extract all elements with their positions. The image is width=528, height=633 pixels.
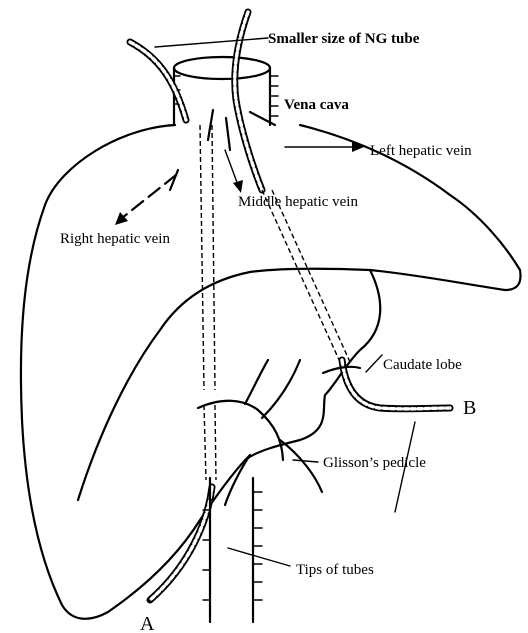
hepatic-vein-stub-3 [250,112,275,125]
vena-cava-hatch [174,76,278,116]
ng-tube-a-upper [130,42,186,120]
liver-lower-right-edge [248,270,380,458]
glissons-pedicle-branch-1 [245,360,268,404]
left-hepatic-vein-label: Left hepatic vein [370,143,472,159]
glissons-pedicle-label: Glisson’s pedicle [323,455,426,471]
middle-hepatic-vein-arrowhead [233,180,243,193]
middle-hepatic-vein-arrow [225,150,238,185]
caudate-lobe-pointer [366,355,382,372]
liver-outline [21,125,250,619]
ng-tube-a-hidden [200,125,215,390]
vena-cava-top [174,57,270,79]
glissons-pedicle-branch-3 [280,440,322,492]
middle-hepatic-vein-label: Middle hepatic vein [238,194,358,210]
tips-of-tubes-label: Tips of tubes [296,562,374,578]
right-hepatic-vein-label: Right hepatic vein [60,231,170,247]
caudate-lobe-label: Caudate lobe [383,357,462,373]
hepatic-vein-stub-2 [226,118,230,150]
right-hepatic-vein-dash-arrow [122,175,176,218]
vena-cava-label: Vena cava [284,97,349,113]
glissons-pedicle-pointer [293,460,318,462]
ng-tube-label-pointer [155,38,268,47]
ng-tube-b-hidden [262,190,350,362]
ng-tube-a-lower [150,487,212,600]
glissons-pedicle-branch-2 [262,360,300,418]
liver-upper-right-edge [78,125,520,500]
point-a-label: A [140,613,155,633]
point-b-label: B [463,397,476,419]
ng-tube-a-hidden-lower [204,405,216,480]
ng-tube-label: Smaller size of NG tube [268,31,420,47]
